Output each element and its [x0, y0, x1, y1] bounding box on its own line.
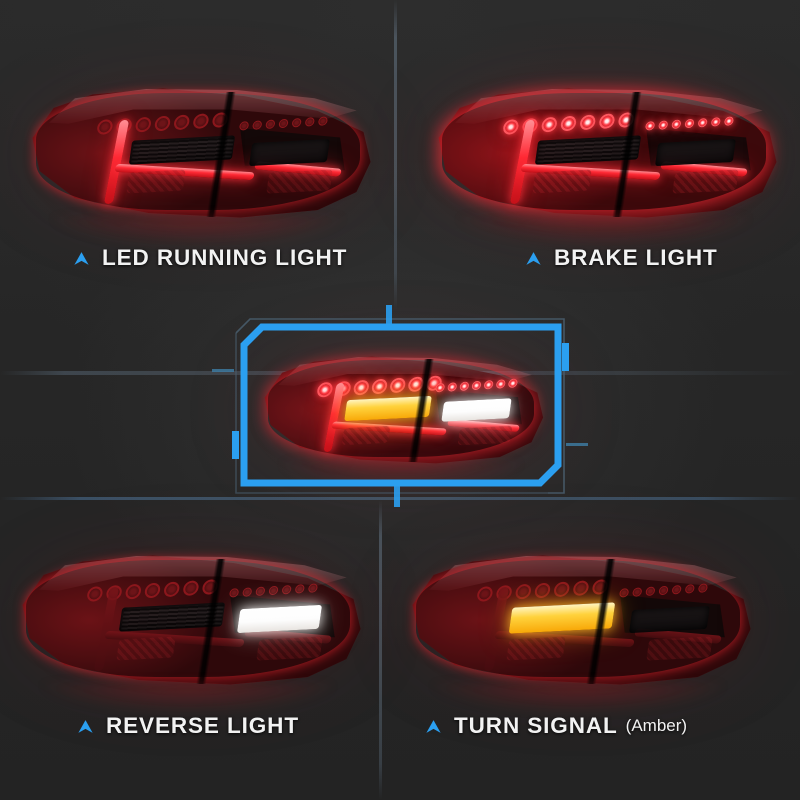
led-bead	[540, 116, 558, 133]
tail-light-reverse-light[interactable]	[12, 545, 364, 713]
chevron-up-icon	[78, 719, 93, 733]
led-bead	[181, 579, 200, 596]
led-bead	[252, 119, 263, 130]
caption-label: REVERSE LIGHT	[106, 713, 299, 738]
reverse-light-panel	[628, 605, 711, 633]
led-bead	[514, 583, 532, 600]
led-bead	[134, 116, 152, 133]
led-bead	[229, 587, 240, 598]
reflector-outer	[505, 636, 566, 661]
divider-vertical-upper	[394, 0, 397, 310]
led-bead	[571, 579, 590, 596]
led-bead	[684, 583, 696, 594]
led-bead	[124, 583, 142, 600]
frame-stub-right	[566, 443, 588, 446]
reflector-inner	[646, 636, 714, 661]
led-bead	[710, 116, 722, 127]
caption-label: TURN SIGNAL	[454, 713, 618, 738]
led-bead	[723, 115, 735, 126]
led-bead	[162, 580, 181, 597]
led-bead	[278, 118, 289, 128]
led-bead	[578, 113, 597, 130]
highlight-frame-svg	[212, 305, 588, 507]
tail-light-turn-signal[interactable]	[402, 545, 754, 713]
reverse-light-panel	[654, 138, 737, 166]
reflector-outer	[531, 169, 592, 194]
frame-tick-bottom	[394, 485, 400, 507]
frame-tick-top	[386, 305, 392, 325]
led-bead	[697, 582, 709, 593]
divider-vertical-lower	[379, 500, 382, 800]
led-bead	[559, 115, 577, 131]
surface-reflection	[50, 216, 346, 246]
reflector-outer	[115, 636, 176, 661]
surface-reflection	[456, 216, 752, 246]
reflector-inner	[266, 169, 334, 194]
chevron-up-icon	[526, 251, 541, 265]
caption-sublabel: (Amber)	[625, 716, 688, 735]
led-bead	[632, 586, 643, 597]
led-bead	[191, 112, 210, 129]
caption-led-running-light: LED RUNNING LIGHT	[72, 245, 347, 271]
led-bead	[317, 115, 329, 126]
reverse-light-panel	[248, 138, 331, 166]
led-bead	[85, 585, 104, 602]
frame-stub-left	[212, 369, 234, 372]
led-bead	[645, 120, 656, 131]
chevron-up-icon	[74, 251, 89, 265]
led-bead	[153, 115, 171, 131]
led-bead	[95, 118, 114, 135]
caption-label: BRAKE LIGHT	[554, 245, 718, 270]
led-bead	[255, 586, 266, 596]
led-bead	[658, 119, 669, 130]
led-bead	[533, 582, 551, 598]
led-bead	[684, 118, 695, 128]
led-bead	[265, 119, 276, 129]
frame-tick-left	[232, 431, 239, 459]
reverse-light-panel	[236, 604, 323, 633]
led-bead	[304, 116, 316, 127]
led-bead	[268, 585, 279, 595]
led-bead	[501, 118, 520, 135]
reflector-outer	[125, 169, 186, 194]
led-bead	[242, 586, 253, 597]
tail-light-brake-light[interactable]	[428, 78, 780, 246]
led-bead	[697, 117, 709, 127]
tail-light-center-highlight[interactable]	[256, 348, 546, 491]
led-bead	[172, 113, 191, 130]
led-bead	[475, 585, 494, 602]
caption-reverse-light: REVERSE LIGHT	[76, 713, 299, 739]
caption-turn-signal: TURN SIGNAL (Amber)	[424, 713, 687, 739]
led-bead	[552, 580, 571, 597]
led-bead	[143, 582, 161, 598]
led-bead	[619, 587, 630, 598]
led-bead	[671, 119, 682, 129]
led-bead	[658, 585, 669, 595]
reflector-inner	[256, 636, 324, 661]
tail-light-led-running-light[interactable]	[22, 78, 374, 246]
caption-brake-light: BRAKE LIGHT	[524, 245, 718, 271]
chevron-up-icon	[426, 719, 441, 733]
surface-reflection	[430, 683, 726, 713]
led-bead	[294, 583, 306, 594]
surface-reflection	[40, 683, 336, 713]
led-bead	[597, 112, 616, 129]
caption-label: LED RUNNING LIGHT	[102, 245, 348, 270]
led-bead	[281, 584, 293, 594]
led-bead	[671, 584, 683, 594]
frame-tick-right	[562, 343, 569, 371]
led-bead	[307, 582, 319, 593]
led-bead	[645, 586, 656, 596]
led-bead	[239, 120, 250, 131]
center-highlight-frame	[212, 303, 588, 508]
reflector-inner	[672, 169, 740, 194]
led-bead	[291, 117, 303, 127]
